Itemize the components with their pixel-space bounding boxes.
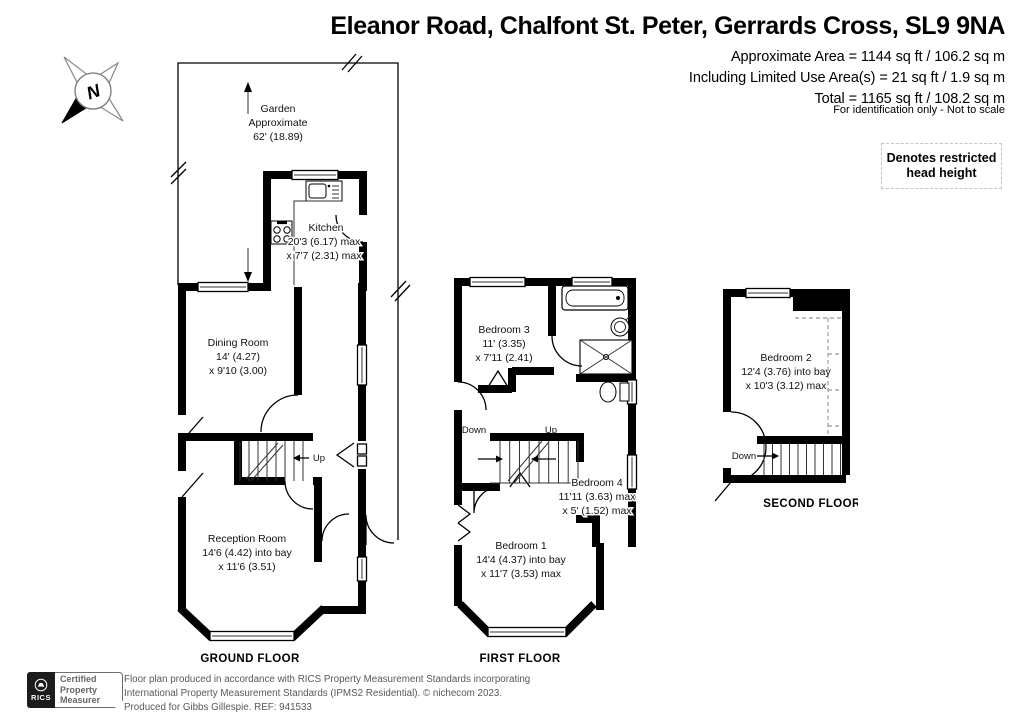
first-windows [469,276,638,638]
limited-use-area: Including Limited Use Area(s) = 21 sq ft… [688,70,1005,86]
svg-text:x 10'3 (3.12) max: x 10'3 (3.12) max [746,380,828,392]
second-windows [745,287,791,299]
approximate-area: Approximate Area = 1144 sq ft / 106.2 sq… [730,49,1005,65]
first-floor-plan: Bedroom 3 11' (3.35) x 7'11 (2.41) Bedro… [454,276,638,665]
svg-text:11' (3.35): 11' (3.35) [482,338,525,350]
room-label-bedroom1: Bedroom 1 [495,540,547,552]
production-note-line1: Floor plan produced in accordance with R… [124,674,531,685]
second-stairs [757,444,841,475]
ground-doors [181,214,395,545]
kitchen-sink-icon [305,180,343,202]
garden-boundary [177,62,399,540]
rics-logo: RICS [27,672,55,708]
page-title: Eleanor Road, Chalfont St. Peter, Gerrar… [330,12,1005,40]
svg-text:14' (4.27): 14' (4.27) [216,351,260,363]
svg-text:x 7'7 (2.31) max: x 7'7 (2.31) max [287,250,363,262]
ground-floor-name: GROUND FLOOR [200,653,300,665]
ground-walls [177,171,367,641]
bathtub-icon [561,285,629,311]
total-area: Total = 1165 sq ft / 108.2 sq m [814,91,1006,107]
second-floor-name: SECOND FLOOR [763,498,858,510]
stairs-up-label: Up [313,453,325,464]
production-note-line2: International Property Measurement Stand… [124,688,503,699]
rics-wordmark: RICS [31,693,51,702]
second-floor-plan: Bedroom 2 12'4 (3.76) into bay x 10'3 (3… [714,287,858,510]
second-door [714,411,767,502]
stairs-down-label: Down [462,425,486,436]
ground-floor-plan: Garden Approximate 62' (18.89) Kitchen 2… [170,53,411,665]
first-stairs [478,440,584,484]
first-floor-name: FIRST FLOOR [479,653,560,665]
compass-rose-icon: N [61,56,124,124]
rics-lion-icon [34,678,48,692]
svg-text:11'11 (3.63) max: 11'11 (3.63) max [559,491,637,503]
stairs-up-label: Up [545,425,557,436]
second-wall-block [793,289,850,311]
room-label-garden: Garden [260,103,295,115]
production-note-line3: Produced for Gibbs Gillespie. REF: 94153… [124,702,312,713]
room-label-dining: Dining Room [208,337,269,349]
basin-icon [610,314,632,337]
area-summary: Approximate Area = 1144 sq ft / 106.2 sq… [689,47,1005,110]
room-label-bedroom4: Bedroom 4 [571,477,623,489]
svg-text:20'3 (6.17) max: 20'3 (6.17) max [288,236,361,248]
toilet-icon [599,381,630,403]
boundary-break-marks [170,53,411,302]
room-label-kitchen: Kitchen [308,222,343,234]
room-label-bedroom2: Bedroom 2 [760,352,812,364]
rics-certification-badge: RICS Certified Property Measurer [27,672,123,708]
ground-stairs [239,441,309,482]
svg-text:x 11'7 (3.53) max: x 11'7 (3.53) max [481,568,562,580]
restricted-head-height-legend: Denotes restricted head height [881,143,1002,189]
svg-text:14'4 (4.37) into bay: 14'4 (4.37) into bay [476,554,566,566]
kitchen-hob-icon [270,220,293,245]
restricted-head-height-dashes [795,317,842,436]
svg-text:x 11'6 (3.51): x 11'6 (3.51) [218,561,275,573]
svg-text:14'6 (4.42) into bay: 14'6 (4.42) into bay [202,547,292,559]
svg-text:Approximate: Approximate [249,117,308,129]
ground-windows [197,169,368,642]
room-label-bedroom3: Bedroom 3 [478,324,530,336]
svg-text:x 7'11 (2.41): x 7'11 (2.41) [475,352,532,364]
certified-property-measurer-badge: Certified Property Measurer [55,672,123,708]
first-walls [454,278,636,637]
svg-text:x 5' (1.52) max: x 5' (1.52) max [562,505,632,517]
disclaimer-text: For identification only - Not to scale [833,104,1005,116]
stairs-down-label: Down [732,451,756,462]
svg-text:12'4 (3.76) into bay: 12'4 (3.76) into bay [741,366,831,378]
svg-text:x 9'10 (3.00): x 9'10 (3.00) [209,365,267,377]
production-note: Floor plan produced in accordance with R… [124,673,530,715]
svg-text:62' (18.89): 62' (18.89) [253,131,303,143]
room-label-reception: Reception Room [208,533,286,545]
shower-icon [579,339,633,375]
kitchen-counter-line [293,200,342,285]
